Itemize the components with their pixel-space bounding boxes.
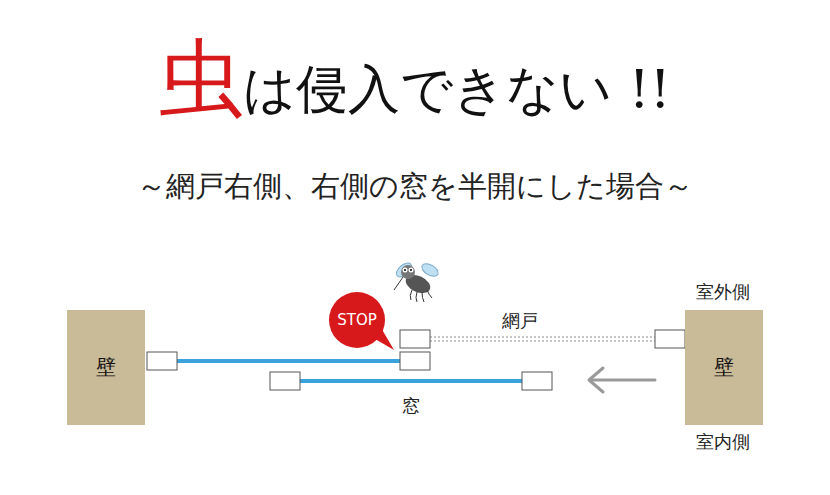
part-label: 室外側: [696, 280, 750, 304]
part-label: 網戸: [502, 309, 538, 333]
screen-rail: [430, 341, 655, 342]
stop-bubble: STOP: [329, 292, 385, 348]
wall-box: 壁: [685, 310, 763, 425]
window-pane: [177, 359, 400, 363]
frame-block: [400, 330, 430, 348]
node-label: 壁: [714, 354, 734, 381]
frame-block: [655, 330, 685, 348]
window-pane: [300, 379, 522, 383]
part-label: 室内側: [696, 430, 750, 454]
page-title: 虫は侵入できない !!: [0, 28, 830, 129]
mosquito-icon: [394, 260, 440, 302]
frame-block: [400, 352, 430, 370]
node-label: STOP: [337, 311, 377, 329]
frame-block: [147, 352, 177, 370]
wall-box: 壁: [67, 310, 145, 425]
node-label: 壁: [96, 354, 116, 381]
page-subtitle: ～網戸右側、右側の窓を半開にした場合～: [0, 168, 830, 206]
frame-block: [522, 372, 552, 390]
screen-rail: [430, 337, 655, 338]
part-label: 窓: [402, 394, 420, 418]
move-arrow: [589, 368, 655, 392]
frame-block: [270, 372, 300, 390]
